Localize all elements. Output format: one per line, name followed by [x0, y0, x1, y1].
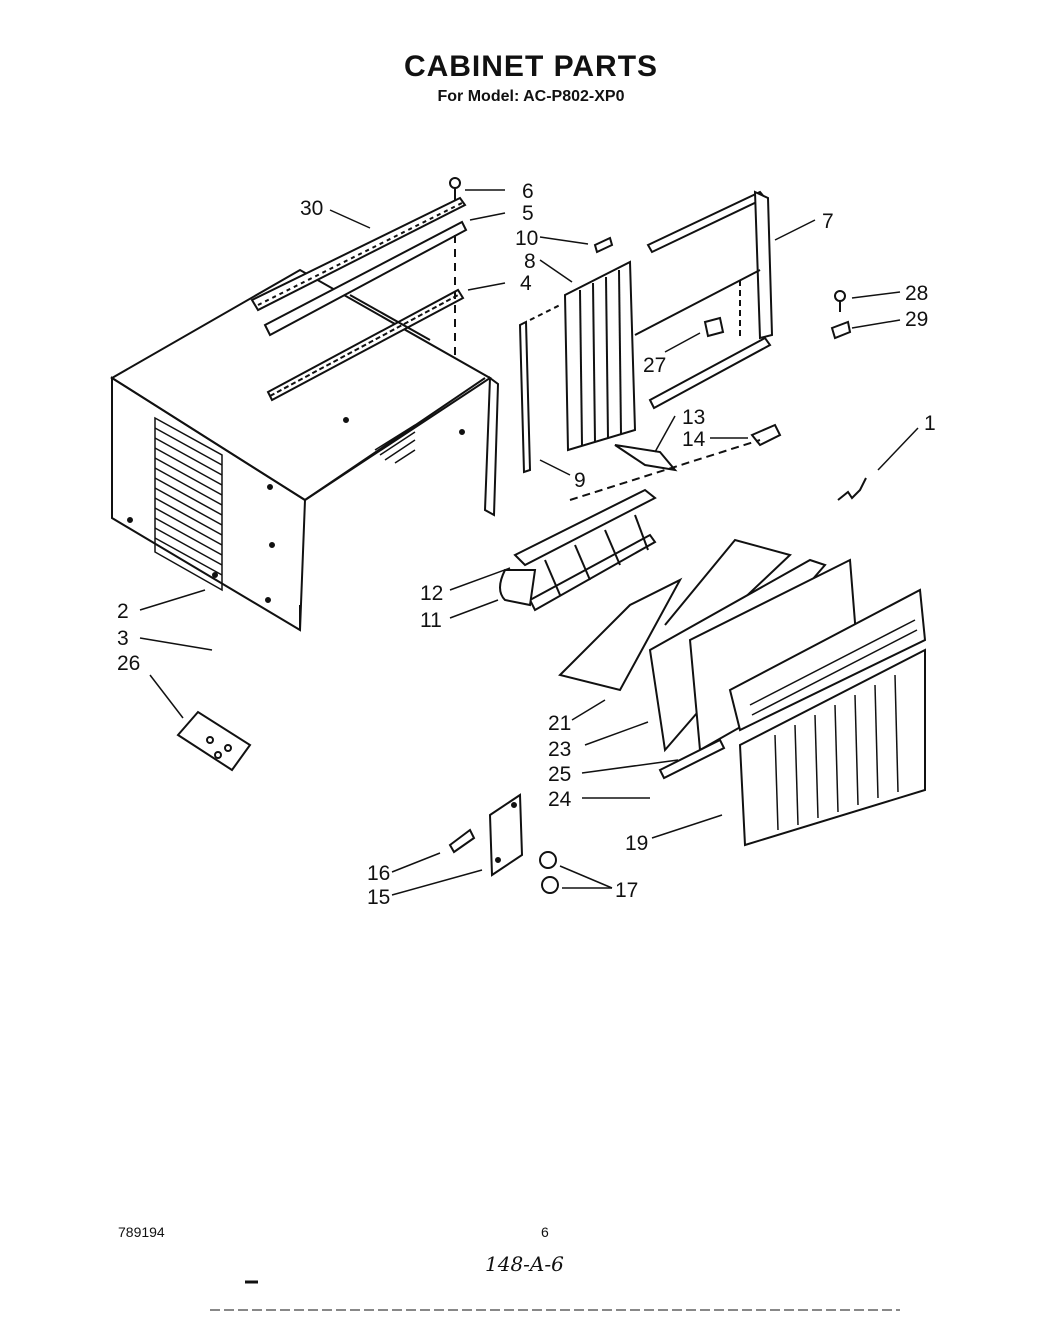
callout-1: 1 — [924, 412, 936, 435]
callout-27: 27 — [643, 354, 666, 377]
top-rail-parts — [250, 177, 468, 402]
callout-26: 26 — [117, 652, 140, 675]
document-number: 789194 — [118, 1224, 165, 1240]
callout-6: 6 — [522, 180, 534, 203]
callout-labels: 1 2 3 4 5 6 7 8 9 10 11 12 13 14 15 16 1… — [117, 180, 936, 909]
callout-14: 14 — [682, 428, 706, 451]
callout-3: 3 — [117, 627, 129, 650]
callout-8: 8 — [524, 250, 536, 273]
small-parts — [569, 290, 867, 501]
page-number: 6 — [541, 1224, 549, 1240]
callout-4: 4 — [520, 272, 532, 295]
model-subtitle: For Model: AC-P802-XP0 — [437, 88, 625, 105]
scan-artifacts — [210, 1280, 900, 1311]
bottom-parts — [448, 793, 559, 894]
callout-10: 10 — [515, 227, 538, 250]
page-title: CABINET PARTS — [403, 50, 659, 83]
callout-15: 15 — [367, 886, 390, 909]
callout-16: 16 — [367, 862, 390, 885]
callout-12: 12 — [420, 582, 443, 605]
callout-29: 29 — [905, 308, 928, 331]
leader-lines — [139, 189, 919, 896]
callout-25: 25 — [548, 763, 571, 786]
callout-5: 5 — [522, 202, 534, 225]
panel-parts — [518, 236, 637, 474]
cabinet-part — [110, 268, 500, 632]
callout-11: 11 — [420, 609, 442, 632]
callout-2: 2 — [117, 600, 129, 623]
front-parts — [558, 538, 927, 847]
frame-part — [634, 190, 774, 410]
callout-24: 24 — [548, 788, 572, 811]
callout-7: 7 — [822, 210, 834, 233]
callout-21: 21 — [548, 712, 571, 735]
hardware-bag — [176, 710, 252, 772]
callout-28: 28 — [905, 282, 928, 305]
callout-17: 17 — [615, 879, 638, 902]
callout-23: 23 — [548, 738, 571, 761]
callout-13: 13 — [682, 406, 705, 429]
bracket-parts — [499, 488, 657, 612]
callout-30: 30 — [300, 197, 323, 220]
callout-9: 9 — [574, 469, 586, 492]
handwritten-code: 148-A-6 — [485, 1252, 564, 1276]
callout-19: 19 — [625, 832, 648, 855]
